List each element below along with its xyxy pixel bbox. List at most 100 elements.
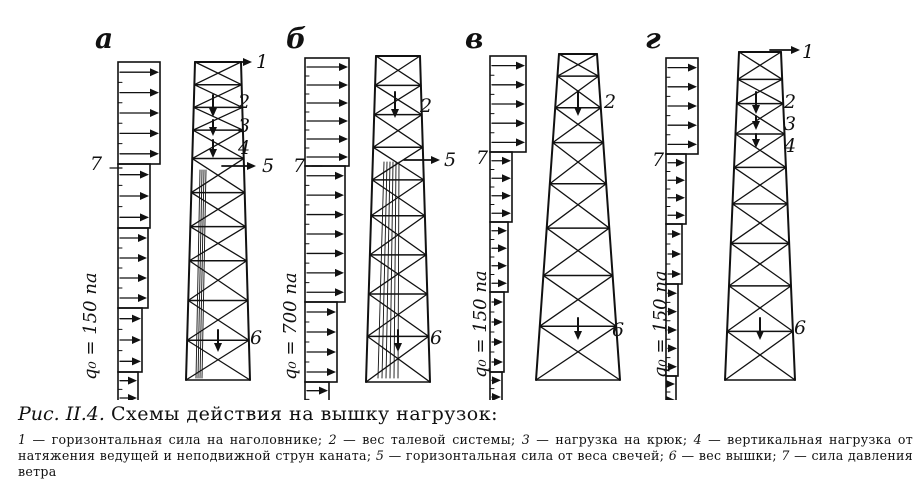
- wind-arrow-head-icon: [668, 362, 677, 371]
- callout-2: 2: [603, 91, 616, 113]
- tower-diagonal-brace: [369, 215, 426, 256]
- rope-strand: [377, 161, 385, 379]
- tower-diagonal-brace: [549, 141, 604, 185]
- wind-arrow-head-icon: [492, 393, 501, 400]
- tower-diagonal-brace: [365, 335, 430, 383]
- load-arrow-head-icon: [752, 121, 760, 130]
- wind-arrow-head-icon: [339, 135, 348, 143]
- callout-6: 6: [250, 327, 262, 349]
- wind-arrow-head-icon: [335, 191, 344, 200]
- wind-arrow-head-icon: [132, 314, 141, 323]
- legend-number-2: 2: [328, 432, 337, 447]
- load-arrow-head-icon: [431, 156, 440, 164]
- tower-diagonal-brace: [554, 75, 600, 109]
- tower-diagonal-brace: [374, 55, 421, 86]
- tower-diagonal-brace: [736, 78, 783, 105]
- wind-arrow-head-icon: [150, 149, 159, 158]
- legend-number-1: 1: [18, 432, 27, 447]
- wind-arrow-head-icon: [319, 386, 328, 395]
- rope-strand: [195, 169, 201, 379]
- wind-arrow-head-icon: [494, 298, 503, 306]
- wind-arrow-head-icon: [492, 376, 501, 385]
- load-arrow-head-icon: [756, 331, 764, 340]
- tower-diagonal-brace: [731, 203, 790, 244]
- wind-arrow-head-icon: [688, 140, 697, 149]
- wind-arrow-head-icon: [327, 368, 336, 376]
- panel-letter-g: г: [645, 22, 661, 55]
- callout-7: 7: [293, 155, 306, 177]
- wind-arrow-head-icon: [150, 109, 159, 117]
- load-arrow-head-icon: [574, 107, 582, 116]
- wind-pressure-block: [117, 371, 139, 400]
- wind-arrow-head-icon: [516, 61, 525, 70]
- legend-number-5: 5: [375, 448, 385, 463]
- panel-letter-v: в: [465, 22, 483, 55]
- tower-diagonal-brace: [542, 274, 617, 327]
- tower-diagonal-brace: [730, 242, 792, 287]
- callout-7: 7: [652, 149, 665, 171]
- load-arrow-head-icon: [391, 109, 399, 118]
- wind-arrow-head-icon: [676, 211, 685, 220]
- wind-arrow-head-icon: [494, 358, 503, 366]
- tower-diagonal-brace: [733, 166, 789, 205]
- wind-arrow-head-icon: [128, 376, 137, 385]
- wind-pressure-block: [665, 375, 677, 400]
- legend-text-2: — вес талевой системы;: [336, 432, 522, 447]
- caption-title: Рис. II.4. Схемы действия на вышку нагру…: [18, 402, 913, 426]
- callout-3: 3: [238, 115, 250, 137]
- wind-pressure-block: [304, 301, 338, 383]
- load-arrow-head-icon: [209, 127, 217, 136]
- rope-strand: [201, 169, 207, 379]
- wind-arrow-head-icon: [335, 171, 344, 180]
- wind-arrow-head-icon: [339, 99, 348, 107]
- load-arrow-head-icon: [752, 139, 760, 148]
- q0-label: q₀ = 150 па: [650, 270, 671, 378]
- wind-arrow-head-icon: [502, 174, 511, 183]
- wind-arrow-head-icon: [688, 82, 697, 91]
- tower-diagonal-brace: [191, 129, 244, 160]
- wind-arrow-head-icon: [666, 396, 675, 400]
- legend-number-7: 7: [781, 448, 790, 463]
- wind-arrow-head-icon: [138, 234, 147, 242]
- wind-arrow-head-icon: [502, 191, 511, 200]
- tower-diagonal-brace: [366, 293, 428, 338]
- tower-diagonal-brace: [552, 107, 602, 144]
- legend-text-3: — нагрузка на крюк;: [530, 432, 694, 447]
- legend-number-3: 3: [521, 432, 531, 447]
- legend-text-5: — горизонтальная сила от веса свечей;: [384, 448, 669, 463]
- tower-diagonal-brace: [731, 166, 787, 205]
- legend-number-4: 4: [693, 432, 702, 447]
- wind-arrow-head-icon: [150, 129, 159, 138]
- wind-arrow-head-icon: [668, 289, 677, 298]
- tower-diagonal-brace: [539, 274, 614, 327]
- wind-arrow-head-icon: [335, 288, 344, 297]
- rope-strand: [385, 161, 391, 379]
- tower-diagonal-brace: [736, 102, 786, 135]
- wind-arrow-head-icon: [138, 254, 147, 262]
- wind-arrow-head-icon: [668, 326, 677, 334]
- wind-arrow-head-icon: [688, 121, 697, 130]
- wind-arrow-head-icon: [502, 209, 511, 218]
- wind-arrow-head-icon: [140, 170, 149, 179]
- tower-diagonal-brace: [373, 84, 422, 116]
- rope-strand: [197, 169, 203, 379]
- rope-strand: [381, 161, 388, 379]
- wind-arrow-head-icon: [138, 294, 147, 302]
- callout-4: 4: [237, 137, 250, 159]
- wind-arrow-head-icon: [494, 338, 503, 346]
- wind-arrow-head-icon: [327, 328, 336, 336]
- wind-arrow-head-icon: [516, 119, 525, 128]
- wind-arrow-head-icon: [502, 156, 511, 165]
- load-arrow-head-icon: [752, 105, 760, 114]
- wind-arrow-head-icon: [666, 380, 675, 388]
- q0-label: q₀ = 150 па: [470, 270, 491, 378]
- caption-figure-number: Рис. II.4.: [18, 403, 105, 425]
- wind-arrow-head-icon: [335, 230, 344, 238]
- tower-left-leg: [724, 51, 740, 381]
- callout-5: 5: [262, 155, 274, 177]
- wind-arrow-head-icon: [676, 158, 685, 167]
- tower-diagonal-brace: [542, 227, 610, 277]
- wind-arrow-head-icon: [688, 102, 697, 110]
